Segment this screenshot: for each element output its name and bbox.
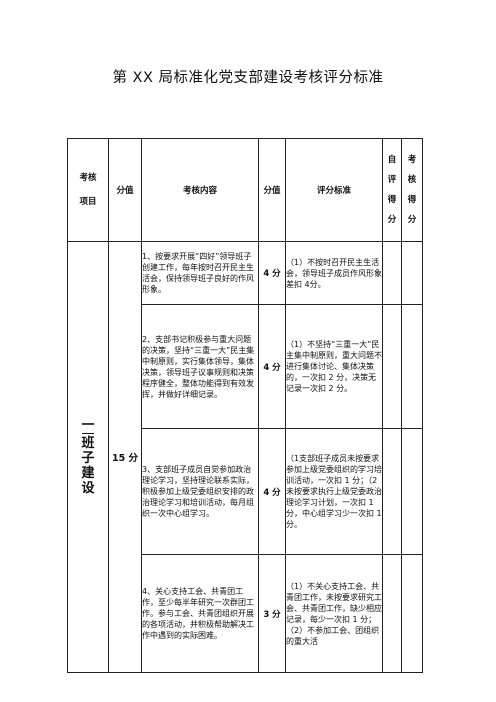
check-score-cell[interactable] bbox=[401, 428, 423, 555]
header-char: 得 bbox=[387, 195, 397, 205]
page-title: 第 XX 局标准化党支部建设考核评分标准 bbox=[112, 70, 384, 86]
self-score-cell[interactable] bbox=[382, 304, 402, 429]
table-row: 一 班子建设 15 分 1、按要求开展“四好”领导班子创建工作，每年按时召开民主… bbox=[67, 241, 423, 673]
self-score-cell[interactable] bbox=[382, 428, 402, 555]
header-standard: 评分标准 bbox=[285, 138, 383, 242]
header-char: 核 bbox=[407, 175, 417, 185]
header-row: 考核 项目 分值 考核内容 分值 评分标准 自评得分 考核得分 bbox=[67, 138, 423, 242]
header-check-score: 考核得分 bbox=[401, 138, 423, 242]
table-row: 3、支部班子成员自觉参加政治理论学习，坚持理论联系实际，积极参加上级党委组织安排… bbox=[68, 428, 423, 555]
header-content: 考核内容 bbox=[141, 138, 259, 242]
category-cell: 一 班子建设 bbox=[67, 241, 109, 673]
row-standard: （1支部班子成员未按要求参加上级党委组织的学习培训活动，一次扣 1 分；（2 未… bbox=[285, 428, 383, 555]
row-score: 4 分 bbox=[258, 304, 286, 429]
row-score: 4 分 bbox=[258, 428, 286, 555]
row-standard: （1）不按时召开民主生活会，领导班子成员作风形象差扣 4分。 bbox=[285, 241, 383, 305]
header-item-line1: 考核 bbox=[79, 173, 97, 183]
row-score: 4 分 bbox=[258, 241, 286, 305]
self-score-cell[interactable] bbox=[382, 554, 402, 673]
row-content: 2、支部书记积极参与重大问题的决策，坚持“三重一大”民主集中制原则，实行集体领导… bbox=[141, 304, 259, 429]
header-score-total: 分值 bbox=[108, 138, 142, 242]
row-content: 1、按要求开展“四好”领导班子创建工作，每年按时召开民主生活会，保持领导班子良好… bbox=[141, 241, 259, 305]
row-score: 3 分 bbox=[258, 554, 286, 673]
row-standard: （1）不关心支持工会、共青团工作，未按要求研究工会、共青团工作，缺少相应记录，每… bbox=[285, 554, 383, 673]
self-score-cell[interactable] bbox=[382, 241, 402, 305]
category-points: 15 分 bbox=[108, 241, 142, 673]
check-score-cell[interactable] bbox=[401, 554, 423, 673]
scoring-table: 考核 项目 分值 考核内容 分值 评分标准 自评得分 考核得分 一 班子建设 1… bbox=[67, 138, 423, 673]
header-char: 分 bbox=[387, 215, 397, 225]
row-standard: （1）不坚持“三重一大”民主集中制原则，重大问题不进行集体讨论、集体决策的，一次… bbox=[285, 304, 383, 429]
table-row: 2、支部书记积极参与重大问题的决策，坚持“三重一大”民主集中制原则，实行集体领导… bbox=[68, 304, 423, 429]
category-name: 班子建设 bbox=[81, 436, 95, 496]
header-char: 得 bbox=[407, 195, 417, 205]
table-row: 4、关心支持工会、共青团工作，至少每半年研究一次群团工作。参与工会、共青团组织开… bbox=[68, 554, 423, 673]
row-content: 3、支部班子成员自觉参加政治理论学习，坚持理论联系实际，积极参加上级党委组织安排… bbox=[141, 428, 259, 555]
category-underline bbox=[82, 433, 94, 434]
header-char: 分 bbox=[407, 215, 417, 225]
header-item: 考核 项目 bbox=[67, 138, 109, 242]
header-score: 分值 bbox=[258, 138, 286, 242]
check-score-cell[interactable] bbox=[401, 241, 423, 305]
header-char: 考 bbox=[407, 155, 417, 165]
header-char: 自 bbox=[387, 155, 397, 165]
category-prefix: 一 bbox=[81, 418, 95, 433]
header-item-line2: 项目 bbox=[79, 197, 97, 207]
row-content: 4、关心支持工会、共青团工作，至少每半年研究一次群团工作。参与工会、共青团组织开… bbox=[141, 554, 259, 673]
check-score-cell[interactable] bbox=[401, 304, 423, 429]
header-char: 评 bbox=[387, 175, 397, 185]
header-self-score: 自评得分 bbox=[382, 138, 402, 242]
